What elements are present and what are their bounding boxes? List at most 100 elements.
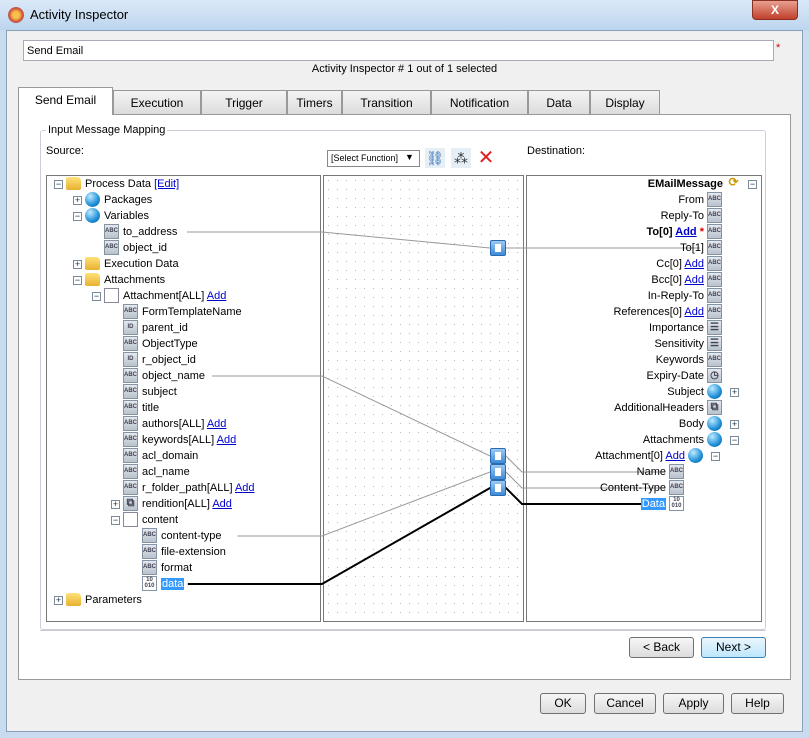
close-button[interactable]: X <box>752 0 798 20</box>
add-link[interactable]: Add <box>675 226 697 238</box>
delete-icon[interactable]: ✕ <box>477 147 495 169</box>
expand-icon[interactable]: + <box>73 259 82 269</box>
source-tree-item[interactable]: acl_domain <box>142 448 198 464</box>
destination-tree-item[interactable]: Name <box>637 464 666 480</box>
source-tree-item[interactable]: r_object_id <box>142 352 196 368</box>
folder-icon <box>85 257 100 270</box>
add-link[interactable]: [Edit] <box>154 178 180 190</box>
mapping-function-node[interactable] <box>490 480 506 496</box>
destination-tree-item[interactable]: To[0] Add * <box>647 224 704 240</box>
tab-data[interactable]: Data <box>528 90 590 114</box>
source-tree-item[interactable]: Process Data [Edit] <box>85 176 179 192</box>
destination-tree-item[interactable]: References[0] Add <box>613 304 704 320</box>
destination-tree-item[interactable]: Sensitivity <box>654 336 704 352</box>
select-pointer-icon[interactable]: ⁂ <box>451 148 471 168</box>
source-tree-item[interactable]: parent_id <box>142 320 188 336</box>
tab-transition[interactable]: Transition <box>342 90 431 114</box>
source-tree-item[interactable]: FormTemplateName <box>142 304 242 320</box>
source-tree-item[interactable]: subject <box>142 384 177 400</box>
add-link[interactable]: Add <box>234 482 255 494</box>
source-tree-item[interactable]: ObjectType <box>142 336 198 352</box>
destination-tree-item[interactable]: Content-Type <box>600 480 666 496</box>
mapping-function-node[interactable] <box>490 240 506 256</box>
expand-icon[interactable]: + <box>73 195 82 205</box>
destination-tree-item[interactable]: Attachments <box>643 432 704 448</box>
tab-execution[interactable]: Execution <box>113 90 201 114</box>
source-tree-item[interactable]: rendition[ALL] Add <box>142 496 232 512</box>
source-tree-item[interactable]: Attachment[ALL] Add <box>123 288 226 304</box>
add-link[interactable]: Add <box>212 498 232 510</box>
destination-tree-item[interactable]: Importance <box>649 320 704 336</box>
add-link[interactable]: Add <box>665 450 685 462</box>
apply-button[interactable]: Apply <box>663 693 724 714</box>
collapse-icon[interactable]: − <box>54 179 63 189</box>
connect-icon[interactable]: ⛓ <box>425 148 445 168</box>
collapse-icon[interactable]: − <box>73 211 82 221</box>
destination-tree-item[interactable]: Body <box>679 416 704 432</box>
source-tree-item[interactable]: content-type <box>161 528 222 544</box>
destination-tree-item[interactable]: From <box>678 192 704 208</box>
tab-notification[interactable]: Notification <box>431 90 528 114</box>
tab-timers[interactable]: Timers <box>287 90 342 114</box>
source-tree-item[interactable]: Packages <box>104 192 152 208</box>
cancel-button[interactable]: Cancel <box>594 693 656 714</box>
back-button[interactable]: < Back <box>629 637 694 658</box>
collapse-icon[interactable]: − <box>73 275 82 285</box>
expand-icon[interactable]: + <box>730 419 739 429</box>
source-tree-item[interactable]: format <box>161 560 192 576</box>
source-tree-item[interactable]: Parameters <box>85 592 142 608</box>
destination-tree-item[interactable]: Cc[0] Add <box>656 256 704 272</box>
add-link[interactable]: Add <box>684 274 704 286</box>
destination-tree[interactable] <box>526 175 762 622</box>
help-button[interactable]: Help <box>731 693 784 714</box>
destination-tree-item[interactable]: Data <box>640 496 666 512</box>
add-link[interactable]: Add <box>684 306 704 318</box>
add-link[interactable]: Add <box>216 434 237 446</box>
collapse-icon[interactable]: − <box>748 179 757 189</box>
add-link[interactable]: Add <box>684 258 704 270</box>
destination-tree-item[interactable]: To[1] <box>680 240 704 256</box>
destination-tree-item[interactable]: In-Reply-To <box>648 288 704 304</box>
source-tree-item[interactable]: keywords[ALL] Add <box>142 432 236 448</box>
destination-tree-item[interactable]: Keywords <box>656 352 704 368</box>
add-link[interactable]: Add <box>206 290 227 302</box>
collapse-icon[interactable]: − <box>730 435 739 445</box>
tab-display[interactable]: Display <box>590 90 660 114</box>
expand-icon[interactable]: + <box>54 595 63 605</box>
next-button[interactable]: Next > <box>701 637 766 658</box>
source-tree-item[interactable]: Attachments <box>104 272 165 288</box>
source-tree-item[interactable]: Variables <box>104 208 149 224</box>
source-tree-item[interactable]: content <box>142 512 178 528</box>
source-tree-item[interactable]: to_address <box>123 224 177 240</box>
source-tree-item[interactable]: authors[ALL] Add <box>142 416 226 432</box>
ok-button[interactable]: OK <box>540 693 586 714</box>
collapse-icon[interactable]: − <box>92 291 101 301</box>
destination-tree-item[interactable]: Bcc[0] Add <box>651 272 704 288</box>
expand-icon[interactable]: + <box>730 387 739 397</box>
source-tree-item[interactable]: title <box>142 400 159 416</box>
destination-tree-item[interactable]: Subject <box>667 384 704 400</box>
collapse-icon[interactable]: − <box>711 451 720 461</box>
mapping-function-node[interactable] <box>490 464 506 480</box>
destination-tree-item[interactable]: AdditionalHeaders <box>614 400 704 416</box>
destination-tree-item[interactable]: Attachment[0] Add <box>595 448 685 464</box>
destination-tree-item[interactable]: Expiry-Date <box>647 368 704 384</box>
source-tree-item[interactable]: data <box>161 576 185 592</box>
tab-send-email[interactable]: Send Email <box>18 87 113 115</box>
source-tree-item[interactable]: Execution Data <box>104 256 179 272</box>
destination-tree-item[interactable]: EMailMessage <box>648 176 723 192</box>
expand-icon[interactable]: + <box>111 499 120 509</box>
collapse-icon[interactable]: − <box>111 515 120 525</box>
add-link[interactable]: Add <box>206 418 227 430</box>
source-tree-item[interactable]: file-extension <box>161 544 226 560</box>
mapping-function-node[interactable] <box>490 448 506 464</box>
function-select[interactable]: [Select Function] <box>327 150 420 167</box>
destination-tree-item[interactable]: Reply-To <box>661 208 704 224</box>
repeating-group-icon: ⧉ <box>123 496 138 511</box>
source-tree-item[interactable]: r_folder_path[ALL] Add <box>142 480 255 496</box>
tab-trigger[interactable]: Trigger <box>201 90 287 114</box>
source-tree-item[interactable]: object_id <box>123 240 167 256</box>
activity-name-input[interactable] <box>23 40 774 61</box>
source-tree-item[interactable]: object_name <box>142 368 205 384</box>
source-tree-item[interactable]: acl_name <box>142 464 190 480</box>
